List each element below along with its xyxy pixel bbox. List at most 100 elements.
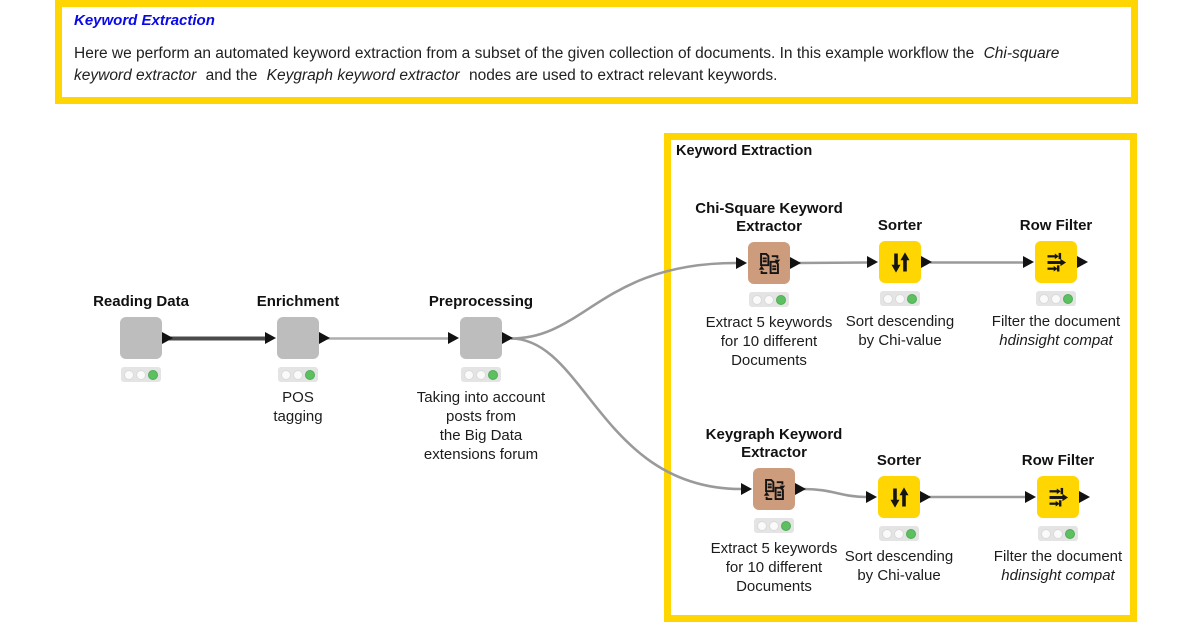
node-chi-square-keyword-extractor[interactable]: Chi-Square Keyword Extractor Extract 5 k… [695,200,843,369]
comment-line2-italic: hdinsight compat [1001,567,1115,584]
input-port-icon[interactable] [866,491,877,503]
node-comment: Filter the document hdinsight compat [992,312,1120,350]
node-title: Keygraph Keyword Extractor [705,426,843,461]
input-port-icon[interactable] [265,332,276,344]
node-body[interactable] [120,317,162,359]
node-title: Row Filter [1021,452,1095,469]
node-body[interactable] [753,468,795,510]
node-enrichment[interactable]: Enrichment POS tagging [257,293,340,425]
traffic-green-icon [148,369,158,380]
node-sorter-bottom[interactable]: Sorter Sort descending by Chi-value [845,452,953,584]
traffic-red-icon [464,369,474,380]
annotation-title: Keyword Extraction [74,12,215,29]
connection-chi-square-to-sorter[interactable] [798,261,869,265]
node-keygraph-keyword-extractor[interactable]: Keygraph Keyword Extractor Extract 5 key… [706,426,843,595]
annotation-body: Here we perform an automated keyword ext… [74,45,1060,84]
sorter-icon [890,486,908,508]
output-port-icon[interactable] [1077,256,1088,268]
connection-preprocessing-to-keygraph[interactable] [510,337,742,491]
traffic-green-icon [1063,293,1073,304]
node-comment: Extract 5 keywords for 10 different Docu… [710,540,838,595]
traffic-yellow-icon [136,369,146,380]
traffic-red-icon [883,293,893,304]
node-title: Row Filter [1019,217,1093,234]
node-comment: Sort descending by Chi-value [845,313,955,349]
output-port-icon[interactable] [319,332,330,344]
node-body[interactable] [748,242,790,284]
output-port-icon[interactable] [502,332,513,344]
connection-preprocessing-to-chi-square[interactable] [510,261,737,340]
annotation-group-box[interactable]: Keyword Extraction [664,133,1137,622]
traffic-green-icon [1065,528,1075,539]
traffic-light [461,367,501,382]
comment-line1: Filter the document [993,548,1123,565]
traffic-light [879,526,919,541]
node-comment: Filter the document hdinsight compat [994,547,1122,585]
node-title: Enrichment [256,293,340,310]
traffic-green-icon [781,520,791,531]
traffic-yellow-icon [764,294,774,305]
traffic-yellow-icon [769,520,779,531]
node-sorter-top[interactable]: Sorter Sort descending by Chi-value [846,217,954,349]
traffic-yellow-icon [894,528,904,539]
output-port-icon[interactable] [790,257,801,269]
traffic-red-icon [1041,528,1051,539]
node-body[interactable] [1035,241,1077,283]
output-port-icon[interactable] [1079,491,1090,503]
node-title: Reading Data [93,293,189,310]
node-reading-data[interactable]: Reading Data [93,293,189,382]
node-body[interactable] [879,241,921,283]
comment-line2-italic: hdinsight compat [999,332,1113,349]
sorter-icon [891,251,909,273]
annotation-note-box[interactable]: Keyword Extraction Here we perform an au… [55,0,1138,104]
traffic-green-icon [907,293,917,304]
traffic-light [880,291,920,306]
input-port-icon[interactable] [736,257,747,269]
output-port-icon[interactable] [921,256,932,268]
row-filter-icon [1049,487,1068,506]
output-port-icon[interactable] [162,332,173,344]
traffic-yellow-icon [895,293,905,304]
traffic-green-icon [906,528,916,539]
input-port-icon[interactable] [741,483,752,495]
traffic-yellow-icon [1051,293,1061,304]
traffic-light [1038,526,1078,541]
node-row-filter-bottom[interactable]: Row Filter Filter the document hdinsight … [994,452,1122,584]
traffic-red-icon [882,528,892,539]
node-comment: Taking into account posts from the Big D… [416,389,546,463]
node-title: Sorter [877,217,923,234]
node-body[interactable] [277,317,319,359]
node-body[interactable] [460,317,502,359]
traffic-light [754,518,794,533]
node-body[interactable] [878,476,920,518]
node-body[interactable] [1037,476,1079,518]
input-port-icon[interactable] [867,256,878,268]
node-preprocessing[interactable]: Preprocessing Taking into account posts … [417,293,545,463]
output-port-icon[interactable] [795,483,806,495]
traffic-red-icon [1039,293,1049,304]
input-port-icon[interactable] [448,332,459,344]
traffic-yellow-icon [1053,528,1063,539]
traffic-red-icon [757,520,767,531]
input-port-icon[interactable] [1025,491,1036,503]
traffic-light [1036,291,1076,306]
traffic-red-icon [281,369,291,380]
comment-line1: Filter the document [991,313,1121,330]
node-row-filter-top[interactable]: Row Filter Filter the document hdinsight … [992,217,1120,349]
node-title: Chi-Square Keyword Extractor [695,200,843,235]
node-comment: POS tagging [273,389,323,425]
input-port-icon[interactable] [1023,256,1034,268]
traffic-light [121,367,161,382]
node-comment: Extract 5 keywords for 10 different Docu… [705,314,833,369]
traffic-green-icon [488,369,498,380]
output-port-icon[interactable] [920,491,931,503]
row-filter-icon [1047,252,1066,271]
traffic-green-icon [776,294,786,305]
traffic-red-icon [752,294,762,305]
extractor-icon [763,478,785,500]
group-title: Keyword Extraction [676,143,813,159]
connection-keygraph-to-sorter[interactable] [803,487,867,499]
node-title: Preprocessing [428,293,534,310]
traffic-light [749,292,789,307]
